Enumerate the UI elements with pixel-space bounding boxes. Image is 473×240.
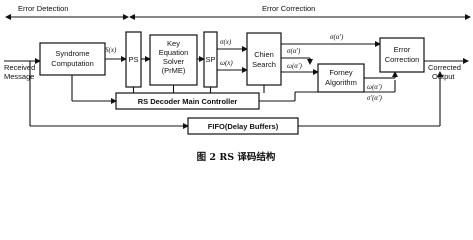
header-correction: Error Correction [129,4,471,20]
chien-label-2: Search [252,60,276,69]
omega-a-out-label: ω(α') [367,83,382,91]
omega-a-label: ω(α') [287,62,302,70]
keq-label-2: Equation [159,48,189,57]
rs-decoder-diagram: Error Detection Error Correction Receive… [4,4,471,163]
error-correction-label: Error Correction [262,4,315,13]
corrected-label-2: Output [432,72,455,81]
syndrome-label-2: Computation [51,59,94,68]
sigma-x-label: σ(x) [220,38,232,46]
sx-label: S(x) [105,46,117,54]
diagram-canvas: Error Detection Error Correction Receive… [4,4,471,163]
controller-label: RS Decoder Main Controller [138,97,238,106]
received-label-1: Received [4,63,35,72]
chien-search-block [246,32,282,86]
forney-algorithm-block [317,63,365,93]
forney-label-2: Algorithm [325,78,357,87]
header-detection: Error Detection [5,4,129,20]
keq-label-1: Key [167,39,180,48]
forney-label-1: Forney [329,68,353,77]
errcorr-label-2: Correction [385,55,420,64]
figure-caption: 图 2 RS 译码结构 [197,151,276,163]
sigma-prime-a-label: σ'(α') [367,94,382,102]
received-label-2: Message [4,72,34,81]
error-detection-label: Error Detection [18,4,68,13]
key-equation-solver-block [149,34,198,86]
omega-x-label: ω(x) [220,59,233,67]
errcorr-label-1: Error [394,45,411,54]
syndrome-label-1: Syndrome [55,49,89,58]
sigma-a-mid-label: σ(α') [287,47,301,55]
error-correction-block [379,37,425,73]
chien-label-1: Chien [254,50,274,59]
sp-label: SP [205,55,215,64]
keq-label-4: (PrME) [162,66,186,75]
keq-label-3: Solver [163,57,185,66]
syndrome-computation-block [39,42,106,76]
corrected-label-1: Corrected [428,63,461,72]
sigma-a-top-label: σ(α') [330,33,344,41]
fifo-label: FIFO(Delay Buffers) [208,122,279,131]
ps-label: PS [128,55,138,64]
